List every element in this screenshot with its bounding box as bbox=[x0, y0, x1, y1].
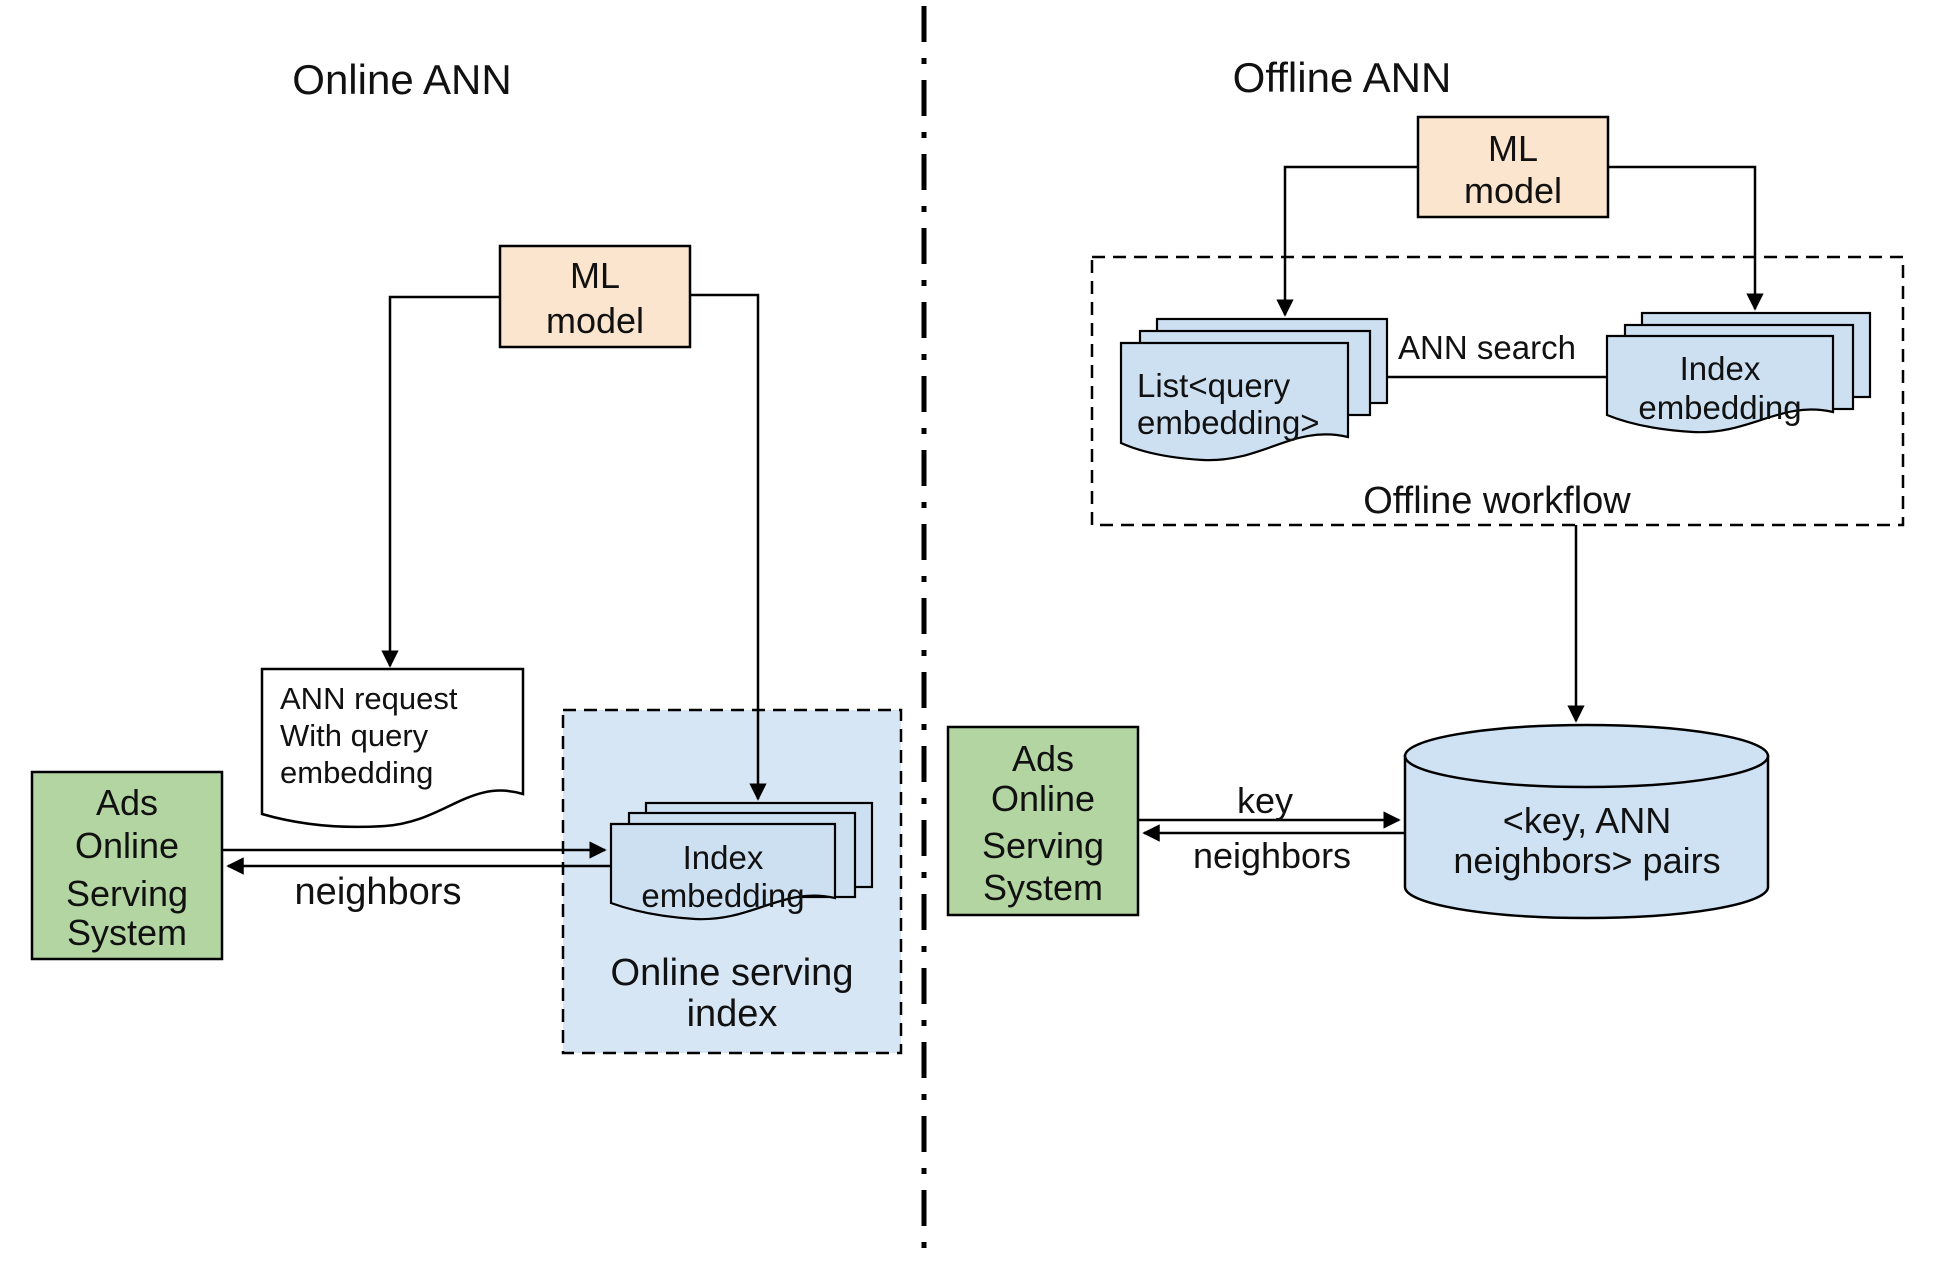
online-serving-index-caption-line1: Online serving bbox=[611, 952, 854, 994]
online-ml-model-line1: ML bbox=[570, 255, 620, 296]
query-stack-line1: List<query bbox=[1137, 367, 1291, 404]
connector-mlmodel-to-request bbox=[381, 295, 500, 668]
online-ads-line4: System bbox=[67, 912, 187, 953]
connector-mlmodel-to-index-stack bbox=[1608, 165, 1764, 311]
query-stack-line2: embedding> bbox=[1137, 404, 1320, 441]
kv-store-body bbox=[1403, 754, 1770, 920]
online-ads-line2: Online bbox=[75, 825, 179, 866]
online-index-embedding-line2: embedding bbox=[641, 877, 804, 914]
kv-store-line1: <key, ANN bbox=[1503, 800, 1671, 841]
offline-ads-line1: Ads bbox=[1012, 738, 1074, 779]
kv-store-top bbox=[1403, 723, 1770, 789]
online-ann-title: Online ANN bbox=[292, 56, 511, 103]
query-embedding-stack: List<query embedding> bbox=[1119, 317, 1389, 462]
offline-index-embedding-line1: Index bbox=[1680, 350, 1761, 387]
offline-ml-model-line1: ML bbox=[1488, 128, 1538, 169]
online-index-embedding-line1: Index bbox=[683, 839, 764, 876]
online-serving-index-caption-line2: index bbox=[687, 993, 778, 1035]
offline-ads-line3: Serving bbox=[982, 825, 1104, 866]
offline-ads-line2: Online bbox=[991, 778, 1095, 819]
offline-neighbors-label: neighbors bbox=[1193, 835, 1351, 876]
online-ml-model-box bbox=[498, 244, 692, 349]
offline-ml-model-line2: model bbox=[1464, 170, 1562, 211]
online-ads-line1: Ads bbox=[96, 782, 158, 823]
ann-request-line3: embedding bbox=[280, 755, 433, 790]
ann-request-line2: With query bbox=[280, 718, 429, 753]
online-ml-model-line2: model bbox=[546, 300, 644, 341]
offline-workflow-container bbox=[1090, 255, 1905, 527]
ann-request-document bbox=[260, 667, 525, 829]
ann-search-label: ANN search bbox=[1398, 329, 1576, 366]
offline-ml-model-box bbox=[1416, 115, 1610, 219]
offline-index-embedding-stack: Index embedding bbox=[1605, 311, 1872, 434]
offline-ann-section: Offline ANN ML model ANN search List<que… bbox=[946, 54, 1905, 920]
key-label: key bbox=[1237, 780, 1293, 821]
offline-ads-line4: System bbox=[983, 867, 1103, 908]
connector-mlmodel-to-index bbox=[690, 293, 767, 801]
offline-index-embedding-line2: embedding bbox=[1638, 389, 1801, 426]
kv-pairs-datastore: <key, ANN neighbors> pairs bbox=[1403, 723, 1770, 920]
connector-mlmodel-to-query-stack bbox=[1276, 165, 1418, 317]
query-stack-front-sheet bbox=[1119, 341, 1350, 462]
online-neighbors-label: neighbors bbox=[295, 871, 462, 913]
offline-ann-title: Offline ANN bbox=[1233, 54, 1452, 101]
offline-stack-front-sheet bbox=[1605, 334, 1835, 434]
ann-request-line1: ANN request bbox=[280, 681, 458, 716]
online-ads-serving-system-box bbox=[30, 770, 224, 961]
offline-ads-serving-system-box bbox=[946, 725, 1140, 917]
online-stack-front-sheet bbox=[609, 822, 837, 921]
online-index-embedding-stack: Index embedding bbox=[609, 801, 874, 921]
online-ads-line3: Serving bbox=[66, 873, 188, 914]
offline-workflow-label: Offline workflow bbox=[1363, 480, 1631, 522]
online-ann-section: Online ANN ML model ANN request With que… bbox=[30, 56, 903, 1055]
kv-store-line2: neighbors> pairs bbox=[1453, 840, 1720, 881]
